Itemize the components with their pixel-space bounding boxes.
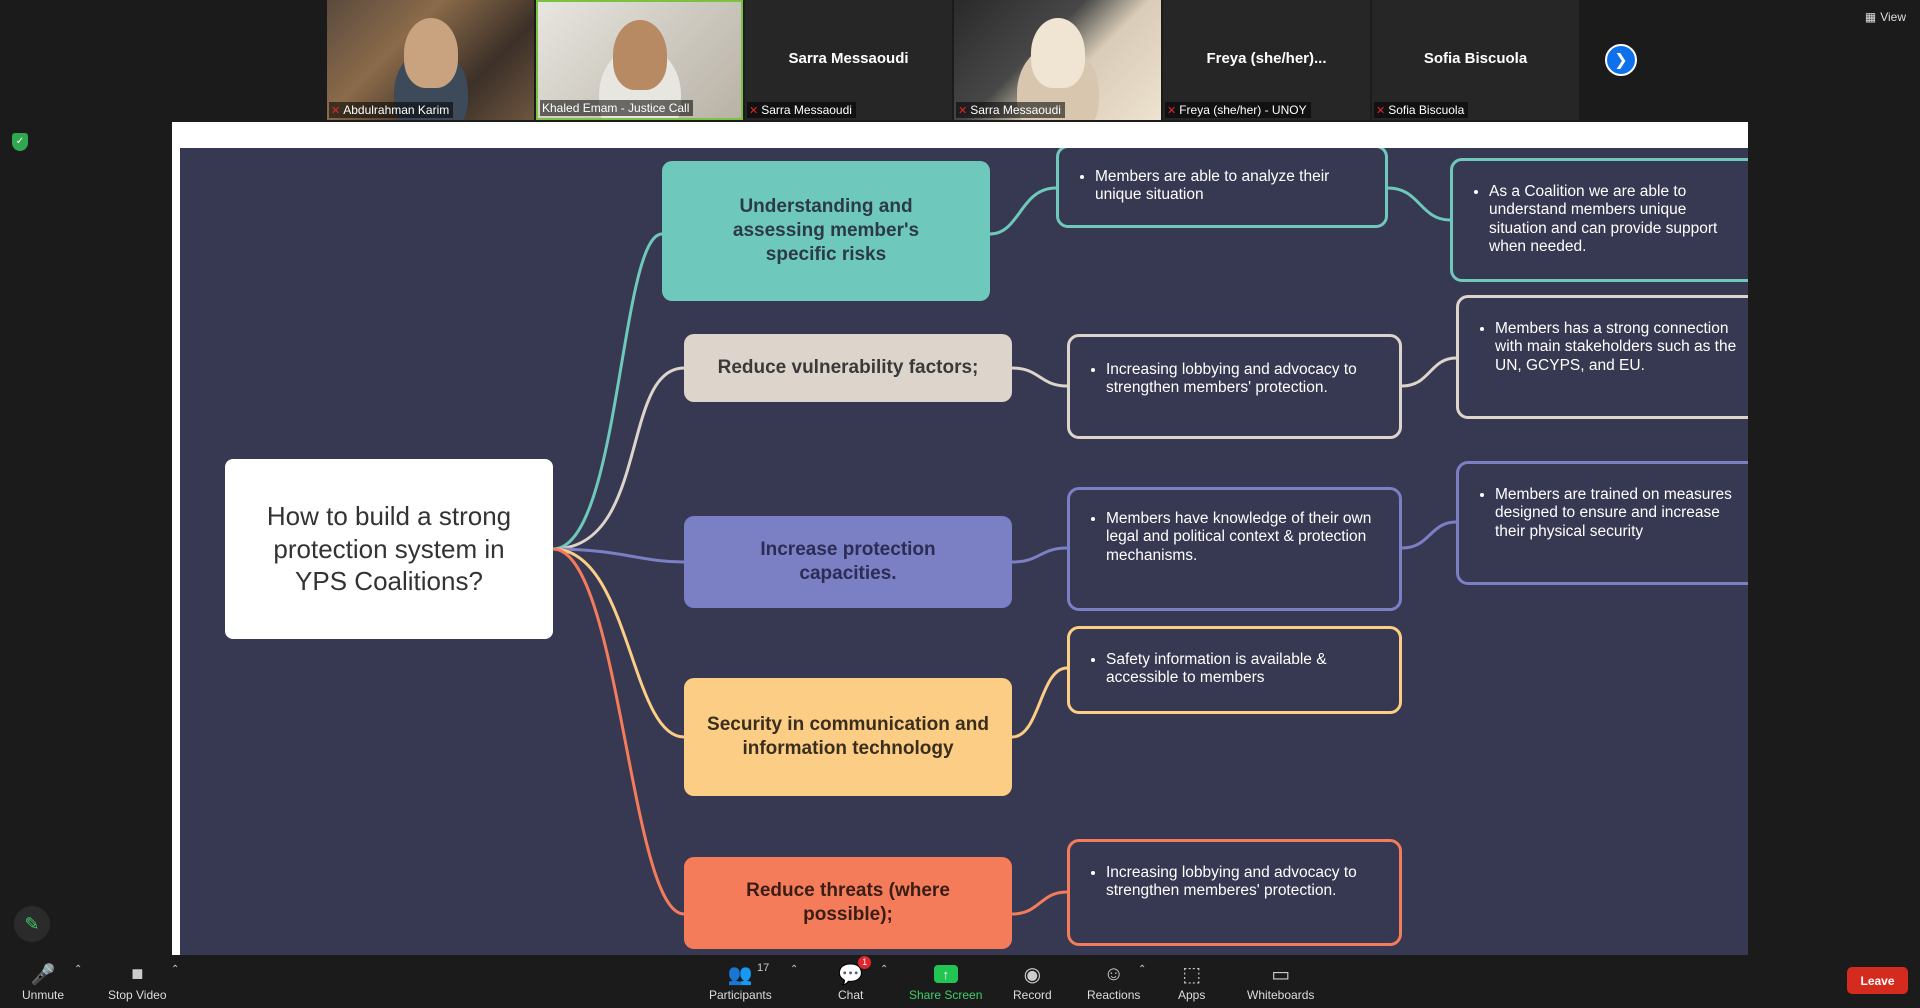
reactions-options-chevron-icon[interactable]: ⌃ [1138, 964, 1147, 975]
branch-security-communication: Security in communication and informatio… [684, 678, 1012, 796]
participant-tile[interactable]: Sarra Messaoudi ✕Sarra Messaoudi [745, 0, 952, 120]
mic-muted-icon: ✕ [958, 104, 968, 117]
mic-muted-icon: 🎤 [30, 963, 56, 986]
connector-lines [552, 186, 1457, 916]
chat-icon: 💬1 [838, 956, 872, 988]
chat-unread-badge: 1 [858, 956, 872, 969]
grid-view-icon: ▦ [1864, 10, 1877, 24]
mind-map-root: How to build a strong protection system … [225, 459, 553, 639]
share-screen-icon: ↑ [933, 965, 958, 983]
branch-increase-protection: Increase protection capacities. [684, 516, 1012, 608]
annotate-pencil-icon[interactable]: ✎ [14, 906, 50, 942]
participants-icon: 👥 [727, 963, 753, 986]
connector-line [1387, 186, 1451, 222]
connector-line [552, 547, 685, 916]
stop-video-button[interactable]: ■ Stop Video [108, 960, 167, 1003]
next-page-arrow-icon[interactable]: ❯ [1605, 44, 1637, 76]
connector-line [552, 547, 685, 564]
participant-video [1030, 18, 1085, 88]
connector-line [1401, 520, 1457, 550]
unmute-button[interactable]: 🎤 Unmute [22, 960, 64, 1003]
reactions-smiley-icon: ☺ [1103, 962, 1124, 985]
security-shield-icon[interactable]: ✓ [12, 133, 28, 151]
participant-tile[interactable]: Freya (she/her)... ✕Freya (she/her) - UN… [1163, 0, 1370, 120]
connector-line [552, 232, 663, 551]
whiteboard-icon: ▭ [1271, 963, 1291, 986]
participant-video [403, 18, 458, 88]
detail-box: Members are trained on measures designed… [1456, 461, 1748, 585]
branch-understanding-risks: Understanding and assessing member's spe… [662, 161, 990, 301]
video-options-chevron-icon[interactable]: ⌃ [171, 964, 180, 975]
connector-line [1401, 356, 1457, 388]
detail-box: Members have knowledge of their own lega… [1067, 487, 1402, 611]
chat-button[interactable]: 💬1 Chat [838, 956, 872, 1002]
participant-name-tag: ✕Sofia Biscuola [1374, 102, 1469, 118]
mic-muted-icon: ✕ [331, 104, 341, 117]
detail-bullet: Members have knowledge of their own lega… [1106, 510, 1385, 565]
detail-bullet: Increasing lobbying and advocacy to stre… [1106, 864, 1385, 901]
detail-bullet: Increasing lobbying and advocacy to stre… [1106, 361, 1385, 398]
connector-line [1011, 666, 1068, 739]
connector-line [989, 186, 1057, 236]
participants-count: 17 [757, 962, 770, 974]
participant-name-tag: ✕Abdulrahman Karim [329, 102, 454, 118]
mind-map-slide: How to build a strong protection system … [180, 148, 1748, 955]
record-button[interactable]: ◉ Record [1013, 960, 1052, 1003]
participant-display-name: Sofia Biscuola [1423, 50, 1528, 67]
detail-bullet: Members has a strong connection with mai… [1495, 320, 1743, 375]
apps-button[interactable]: ⬚ Apps [1178, 960, 1205, 1003]
detail-bullet: Members are trained on measures designed… [1495, 486, 1743, 541]
detail-box: As a Coalition we are able to understand… [1450, 158, 1748, 282]
video-camera-icon: ■ [131, 962, 144, 985]
apps-icon: ⬚ [1182, 963, 1202, 986]
participants-options-chevron-icon[interactable]: ⌃ [790, 964, 799, 975]
participant-display-name: Freya (she/her)... [1206, 50, 1327, 67]
connector-line [1011, 546, 1068, 564]
audio-options-chevron-icon[interactable]: ⌃ [74, 964, 83, 975]
participant-tile[interactable]: Sofia Biscuola ✕Sofia Biscuola [1372, 0, 1579, 120]
mic-muted-icon: ✕ [749, 104, 759, 117]
detail-box: Increasing lobbying and advocacy to stre… [1067, 839, 1402, 946]
connector-line [1011, 366, 1068, 388]
connector-line [552, 366, 685, 551]
detail-box: Increasing lobbying and advocacy to stre… [1067, 334, 1402, 439]
detail-bullet: Safety information is available & access… [1106, 651, 1385, 688]
meeting-toolbar: 🎤 Unmute ⌃ ■ Stop Video ⌃ 👥 Participants… [0, 956, 1920, 1008]
leave-button[interactable]: Leave [1847, 967, 1908, 994]
detail-box: Members are able to analyze their unique… [1056, 148, 1388, 228]
participant-strip: ✕Abdulrahman Karim Khaled Emam - Justice… [327, 0, 1579, 120]
detail-bullet: As a Coalition we are able to understand… [1489, 183, 1743, 256]
mic-muted-icon: ✕ [1167, 104, 1177, 117]
shared-screen: How to build a strong protection system … [172, 122, 1748, 955]
detail-box: Members has a strong connection with mai… [1456, 295, 1748, 419]
detail-bullet: Members are able to analyze their unique… [1095, 168, 1371, 205]
share-screen-button[interactable]: ↑ Share Screen [909, 965, 983, 1002]
participant-display-name: Sarra Messaoudi [788, 50, 909, 67]
participants-button[interactable]: 👥 Participants [709, 960, 772, 1003]
branch-reduce-vulnerability: Reduce vulnerability factors; [684, 334, 1012, 402]
whiteboards-button[interactable]: ▭ Whiteboards [1247, 960, 1314, 1003]
detail-box: Safety information is available & access… [1067, 626, 1402, 714]
participant-tile-active-speaker[interactable]: Khaled Emam - Justice Call [536, 0, 743, 120]
participant-tile[interactable]: ✕Sarra Messaoudi [954, 0, 1161, 120]
reactions-button[interactable]: ☺ Reactions [1087, 960, 1140, 1003]
mic-muted-icon: ✕ [1376, 104, 1386, 117]
view-button[interactable]: ▦View [1864, 10, 1906, 24]
connector-line [1011, 890, 1068, 916]
participant-name-tag: ✕Sarra Messaoudi [956, 102, 1065, 118]
participant-video [612, 20, 667, 90]
participant-name-tag: ✕Sarra Messaoudi [747, 102, 856, 118]
participant-name-tag: ✕Freya (she/her) - UNOY [1165, 102, 1311, 118]
participant-tile[interactable]: ✕Abdulrahman Karim [327, 0, 534, 120]
participant-name-tag: Khaled Emam - Justice Call [540, 100, 694, 116]
branch-reduce-threats: Reduce threats (where possible); [684, 857, 1012, 949]
chat-options-chevron-icon[interactable]: ⌃ [880, 964, 889, 975]
record-icon: ◉ [1023, 963, 1042, 986]
connector-line [552, 547, 685, 739]
